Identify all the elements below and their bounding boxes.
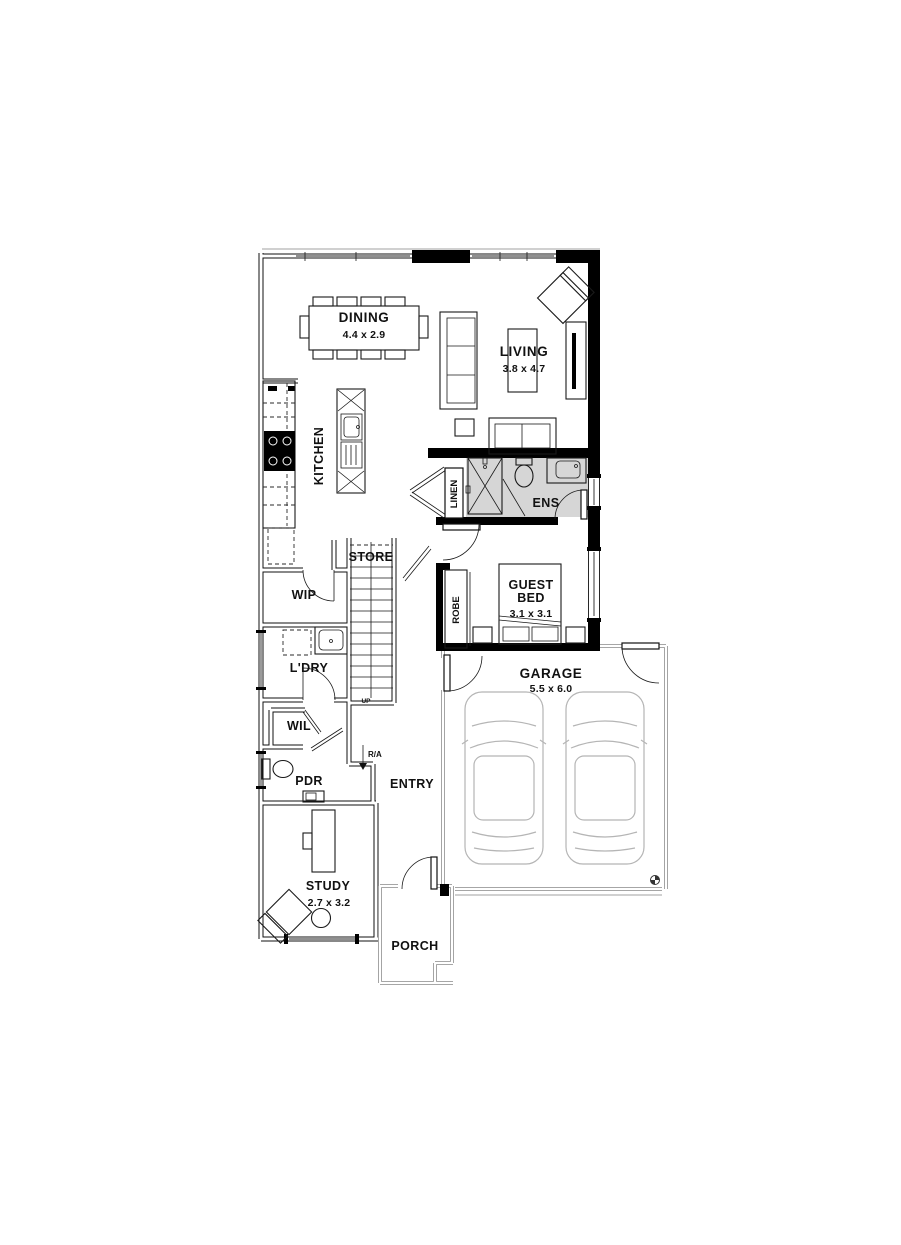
dishwasher xyxy=(340,441,363,469)
stairs-up-label: UP xyxy=(361,698,371,705)
front-door-leaf xyxy=(430,856,438,890)
bedside-table xyxy=(565,626,586,644)
room-label-laundry: L'DRY xyxy=(290,661,329,675)
store-door-leaf xyxy=(402,545,432,582)
guest-door-leaf xyxy=(442,523,481,531)
room-dims-garage: 5.5 x 6.0 xyxy=(530,683,573,695)
pdr-door-leaf xyxy=(310,727,344,752)
room-label-robe: ROBE xyxy=(451,596,462,623)
room-label-garage: GARAGE xyxy=(520,666,583,681)
laundry-tub xyxy=(314,626,348,655)
laundry-fixtures xyxy=(282,626,348,656)
room-label-store: STORE xyxy=(349,550,394,564)
car-icon xyxy=(562,691,648,865)
room-label-linen: LINEN xyxy=(449,480,460,509)
guest-door-swing xyxy=(442,523,480,561)
room-label-kitchen: KITCHEN xyxy=(312,427,326,485)
room-label-living: LIVING xyxy=(500,344,549,359)
dining-furniture xyxy=(299,296,429,360)
room-dims-study: 2.7 x 3.2 xyxy=(308,897,351,909)
garage-items xyxy=(461,691,660,885)
study-furniture xyxy=(257,809,336,944)
robe-cupboard xyxy=(444,569,468,649)
study-desk xyxy=(311,809,336,873)
garage-side-door-swing xyxy=(621,645,660,684)
car-icon xyxy=(461,691,547,865)
return-air-label: R/A xyxy=(368,750,382,759)
ens-vanity xyxy=(546,457,587,484)
ens-fixtures xyxy=(444,457,587,519)
coffee-table xyxy=(507,328,538,393)
stair-treads xyxy=(350,555,393,689)
black-walls xyxy=(268,250,600,896)
ens-basin xyxy=(555,460,581,479)
room-dims-living: 3.8 x 4.7 xyxy=(503,363,546,375)
room-label-ens: ENS xyxy=(533,496,560,510)
return-air-arrow xyxy=(359,745,367,770)
doors xyxy=(302,466,660,890)
garage-door-jamb xyxy=(440,884,449,896)
pantry-shelves xyxy=(267,527,295,565)
sofa-large xyxy=(439,311,478,410)
tv xyxy=(572,333,576,389)
study-armchair xyxy=(257,888,313,944)
room-label-guest-2: BED xyxy=(517,591,545,605)
guest-furniture xyxy=(444,563,586,649)
sofa-small xyxy=(488,417,557,455)
wil-door-leaf xyxy=(302,709,322,735)
room-label-pdr: PDR xyxy=(295,774,323,788)
room-dims-guest: 3.1 x 3.1 xyxy=(510,608,553,620)
room-label-wil: WIL xyxy=(287,719,311,733)
front-door-swing xyxy=(401,856,435,890)
room-label-entry: ENTRY xyxy=(390,777,434,791)
garage-side-door-leaf xyxy=(621,642,660,650)
ens-door-leaf xyxy=(580,489,588,520)
room-label-wip: WIP xyxy=(292,588,317,602)
pdr-toilet xyxy=(272,759,294,779)
windows xyxy=(256,252,601,944)
kitchen-sink xyxy=(340,413,363,441)
island-bench xyxy=(336,388,366,494)
room-label-study: STUDY xyxy=(306,879,351,893)
side-table xyxy=(454,418,475,437)
laundry-door-swing xyxy=(302,667,336,701)
linen-doors xyxy=(409,466,447,519)
garage-access-door-leaf xyxy=(443,654,451,692)
wip-door-swing xyxy=(302,569,335,602)
room-label-dining: DINING xyxy=(339,310,390,325)
cooktop xyxy=(264,431,295,471)
round-table xyxy=(310,907,332,929)
staircase xyxy=(350,542,393,698)
armchair xyxy=(536,266,595,325)
guest-bed xyxy=(498,563,562,645)
room-dims-dining: 4.4 x 2.9 xyxy=(343,329,386,341)
garage-access-door-swing xyxy=(446,655,483,692)
room-labels: DINING 4.4 x 2.9 LIVING 3.8 x 4.7 KITCHE… xyxy=(287,310,582,953)
linen-cupboard xyxy=(444,467,464,519)
room-label-guest-1: GUEST xyxy=(508,578,553,592)
living-furniture xyxy=(439,266,595,455)
pdr-toilet-cistern xyxy=(261,758,271,780)
garage-porch-walls xyxy=(378,644,668,985)
dining-chairs xyxy=(299,296,429,360)
pdr-vanity xyxy=(302,790,325,803)
bedside-table xyxy=(472,626,493,644)
pillow xyxy=(531,626,559,642)
pdr-fixtures xyxy=(261,758,325,803)
survey-marker-icon xyxy=(650,875,660,885)
washer-space xyxy=(282,629,312,656)
tv-unit xyxy=(565,321,587,400)
room-label-porch: PORCH xyxy=(391,939,438,953)
desk-chair xyxy=(302,832,313,850)
ens-toilet xyxy=(514,464,534,488)
pillow xyxy=(502,626,530,642)
ens-door-swing xyxy=(554,489,585,520)
kitchen-fixtures xyxy=(262,380,366,565)
